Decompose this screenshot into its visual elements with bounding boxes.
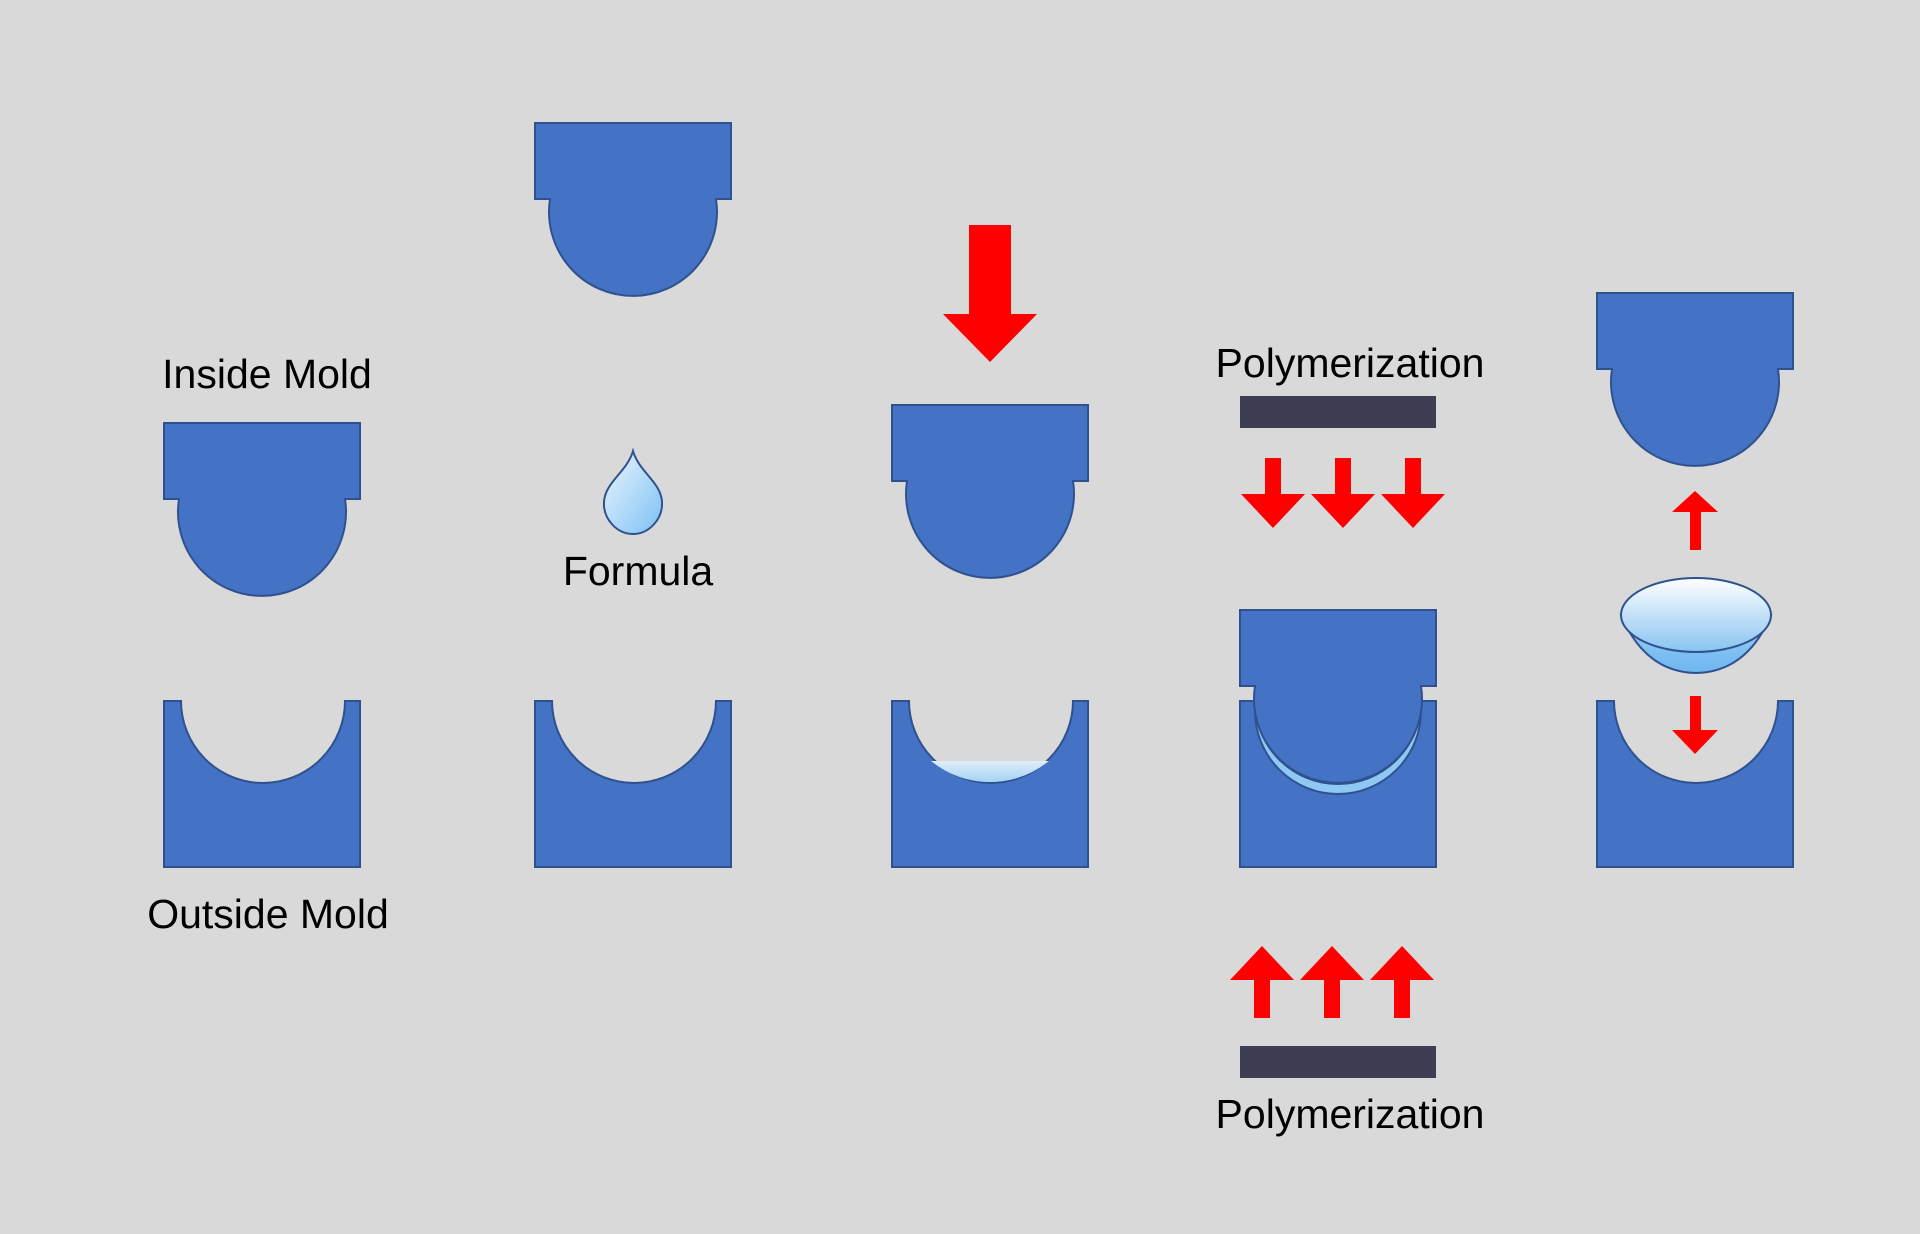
outside-mold-label: Outside Mold: [147, 891, 389, 937]
polymerization-bottom-label: Polymerization: [1215, 1091, 1485, 1137]
up-arrow-icon: [1370, 946, 1434, 1018]
inside-mold: [1596, 292, 1794, 467]
inside-mold: [163, 422, 361, 597]
formula-label: Formula: [562, 548, 714, 594]
curing-arrows-down: [1241, 458, 1445, 528]
up-arrow-icon: [1300, 946, 1364, 1018]
polymerization-top-label: Polymerization: [1215, 340, 1485, 386]
stage-2-dosing: [534, 122, 732, 868]
curing-arrows-up: [1230, 946, 1434, 1018]
contact-lens-icon: [1619, 577, 1773, 675]
outside-mold: [163, 700, 361, 868]
outside-mold: [534, 700, 732, 868]
down-arrow-icon: [1672, 696, 1718, 754]
stage-1-molds: [163, 422, 361, 868]
inside-mold: [891, 404, 1089, 579]
stage-3-closing: [891, 225, 1089, 868]
outside-mold: [891, 700, 1089, 868]
up-arrow-icon: [1230, 946, 1294, 1018]
uv-lamp-top: [1240, 396, 1436, 428]
press-down-arrow: [943, 225, 1037, 362]
inside-mold-label: Inside Mold: [162, 351, 372, 397]
inside-mold: [534, 122, 732, 297]
down-arrow-icon: [1381, 458, 1445, 528]
down-arrow-icon: [1241, 458, 1305, 528]
stage-4-polymerization: [1230, 396, 1445, 1078]
down-arrow-icon: [1311, 458, 1375, 528]
stage-5-demolding: [1596, 292, 1794, 868]
uv-lamp-bottom: [1240, 1046, 1436, 1078]
formula-drop-icon: [602, 447, 664, 536]
formula-liquid: [931, 761, 1049, 782]
up-arrow-icon: [1672, 491, 1718, 550]
